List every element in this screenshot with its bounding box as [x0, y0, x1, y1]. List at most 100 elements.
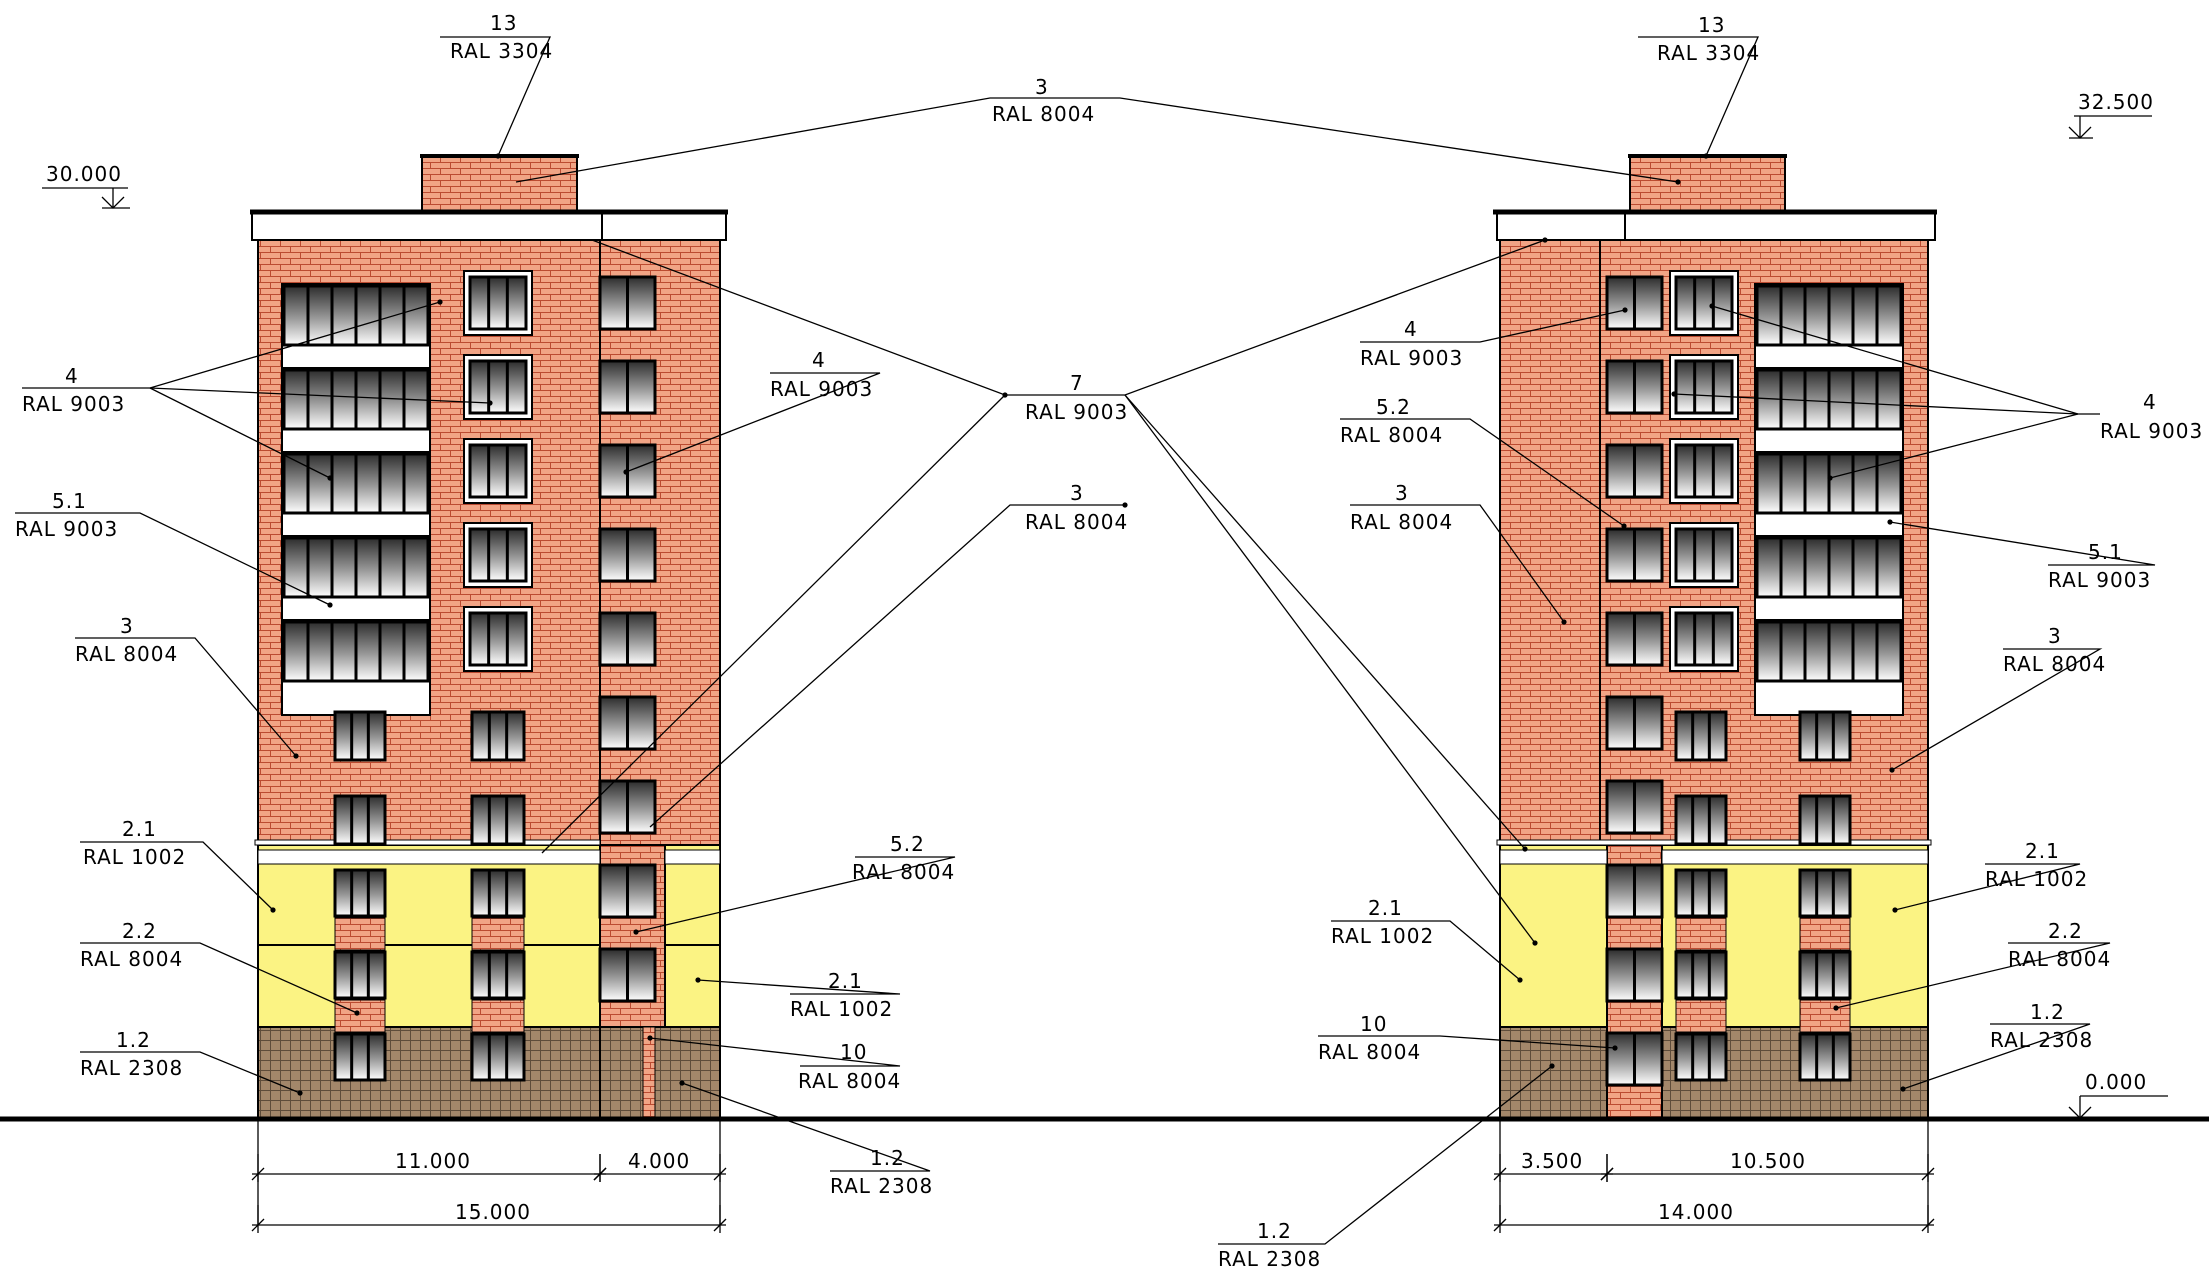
window: [282, 452, 430, 515]
svg-text:RAL 1002: RAL 1002: [790, 997, 893, 1021]
window: [1674, 611, 1734, 667]
callout-5.1-right: 5.1 RAL 9003: [2048, 540, 2150, 592]
svg-text:RAL 1002: RAL 1002: [1331, 924, 1434, 948]
svg-text:RAL 9003: RAL 9003: [1025, 400, 1128, 424]
leader: [681, 1082, 931, 1172]
svg-text:RAL 8004: RAL 8004: [1350, 510, 1453, 534]
svg-text:RAL 8004: RAL 8004: [1025, 510, 1128, 534]
window: [1605, 1031, 1664, 1087]
leader: [649, 1037, 901, 1067]
chimney: [421, 156, 578, 213]
window: [598, 359, 657, 415]
svg-text:2.1: 2.1: [122, 817, 157, 841]
svg-text:7: 7: [1070, 371, 1084, 395]
window: [470, 710, 526, 762]
window: [1605, 947, 1664, 1003]
callout-5.2-left: 5.2 RAL 8004: [852, 832, 954, 884]
window-glass: [1674, 1032, 1728, 1082]
dim-right-b: 10.500: [1730, 1149, 1806, 1173]
chimney: [1629, 156, 1786, 213]
window: [1755, 452, 1903, 515]
leader-lines: [15, 36, 2156, 1245]
window: [282, 620, 430, 683]
window: [1798, 868, 1852, 918]
window: [1755, 620, 1903, 683]
leader-dot: [679, 1080, 685, 1086]
leader: [80, 1051, 301, 1094]
window-glass: [1798, 1032, 1852, 1082]
brick-infill: [1675, 917, 1727, 951]
level-text: 30.000: [46, 162, 122, 186]
window: [468, 443, 528, 499]
window: [470, 868, 526, 918]
svg-text:1.2: 1.2: [1257, 1219, 1292, 1243]
leader-dot: [293, 753, 299, 759]
brick-strip-10: [642, 1026, 656, 1120]
callout-1.2-left: 1.2 RAL 2308: [80, 1028, 182, 1080]
window: [333, 950, 387, 1000]
window-glass: [468, 527, 528, 583]
svg-text:RAL 2308: RAL 2308: [1218, 1247, 1321, 1271]
window-glass: [1674, 868, 1728, 918]
leader-dot: [633, 929, 639, 935]
svg-text:RAL 2308: RAL 2308: [1990, 1028, 2093, 1052]
svg-text:1.2: 1.2: [870, 1146, 905, 1170]
leader-dot: [1122, 502, 1128, 508]
svg-text:4: 4: [2143, 390, 2157, 414]
leader: [75, 637, 297, 757]
window: [470, 794, 526, 846]
window: [333, 794, 387, 846]
leader: [541, 394, 1006, 854]
callout-5.1-left: 5.1 RAL 9003: [15, 489, 117, 541]
window-glass: [1798, 868, 1852, 918]
window: [333, 710, 387, 762]
window-glass: [468, 611, 528, 667]
callout-2.2-right: 2.2 RAL 8004: [2008, 919, 2110, 971]
leader: [1889, 521, 2156, 566]
window: [598, 863, 657, 919]
svg-text:3: 3: [1035, 75, 1049, 99]
leader-dot: [1900, 1086, 1906, 1092]
window: [1605, 359, 1664, 415]
svg-text:5.1: 5.1: [2088, 540, 2123, 564]
leader-dot: [1561, 619, 1567, 625]
leader: [1638, 36, 1759, 157]
svg-text:5.1: 5.1: [52, 489, 87, 513]
leader-dot: [1542, 237, 1548, 243]
level-mark-left-top: 30.000: [42, 162, 130, 209]
window-glass: [468, 443, 528, 499]
leader: [1350, 504, 1565, 623]
svg-text:10: 10: [1360, 1012, 1387, 1036]
leader: [440, 36, 551, 157]
leader-dot: [1671, 391, 1677, 397]
callout-10-left: 10 RAL 8004: [798, 1040, 900, 1093]
svg-text:RAL 9003: RAL 9003: [1360, 346, 1463, 370]
window: [598, 947, 657, 1003]
svg-text:RAL 9003: RAL 9003: [770, 377, 873, 401]
leader-dot: [297, 1090, 303, 1096]
window-glass: [1674, 611, 1734, 667]
window: [468, 275, 528, 331]
window-glass: [468, 359, 528, 415]
window-glass: [470, 794, 526, 846]
window: [468, 611, 528, 667]
leader: [80, 942, 358, 1014]
callout-1.2-right: 1.2 RAL 2308: [1990, 1000, 2093, 1052]
window: [1605, 443, 1664, 499]
callout-2.2-left: 2.2 RAL 8004: [80, 919, 182, 971]
window: [470, 1032, 526, 1082]
leader-dot: [1889, 767, 1895, 773]
leader-dot: [270, 907, 276, 913]
window: [1798, 710, 1852, 762]
window: [282, 284, 430, 347]
callout-2.1-right-right-side: 2.1 RAL 1002: [1985, 839, 2087, 891]
callout-10-right: 10 RAL 8004: [1318, 1012, 1420, 1064]
callout-4-right-right-side: 4 RAL 9003: [2100, 390, 2202, 443]
leader-dot: [1532, 940, 1538, 946]
leader: [1340, 418, 1625, 527]
window: [1798, 1032, 1852, 1082]
svg-text:RAL 9003: RAL 9003: [22, 392, 125, 416]
leader: [1360, 309, 1626, 343]
window: [1798, 794, 1852, 846]
cornice-wing: [601, 211, 727, 241]
